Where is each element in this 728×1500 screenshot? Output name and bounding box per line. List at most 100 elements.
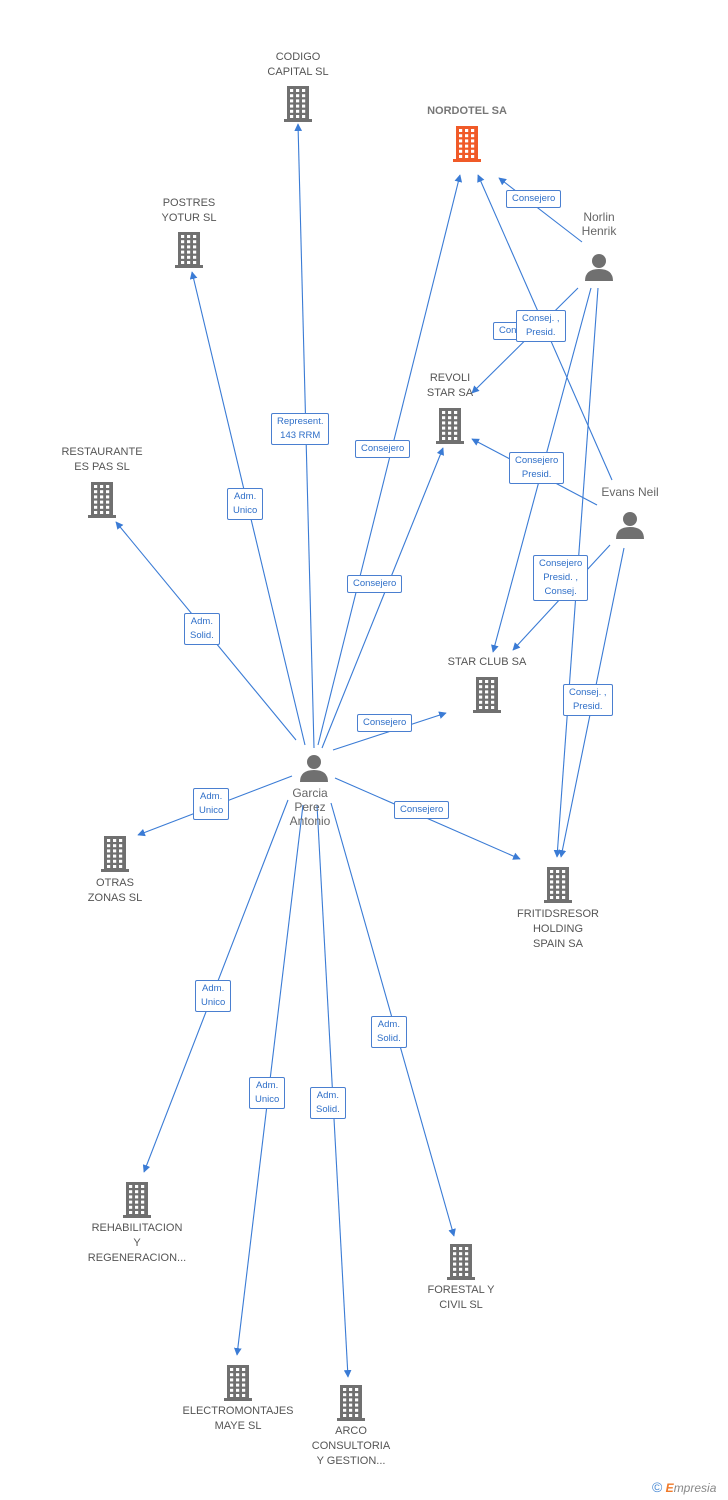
edge-label-garcia-forestal[interactable]: Adm.Solid. — [371, 1016, 407, 1048]
node-label-starclub[interactable]: STAR CLUB SA — [422, 655, 552, 670]
edge-label-norlin-nordotel[interactable]: Consejero — [506, 190, 562, 208]
edge-label-garcia-postres[interactable]: Adm. Unico — [227, 488, 264, 520]
edge-label-garcia-fritids[interactable]: Consejero — [394, 801, 450, 819]
building-icon[interactable] — [544, 867, 572, 903]
building-icon[interactable] — [88, 482, 116, 518]
copyright-symbol: © — [652, 1479, 663, 1495]
edge-label-line: Consejero — [539, 558, 583, 569]
node-label-line: Y GESTION... — [316, 1455, 386, 1467]
edge-garcia-revoli — [321, 447, 444, 749]
edge-label-line: Presid. — [572, 701, 603, 712]
edge-label-line: Consejero — [512, 193, 556, 204]
edge-label-garcia-starclub[interactable]: Consejero — [357, 714, 413, 732]
edge-label-garcia-restaurante[interactable]: Adm.Solid. — [184, 613, 220, 645]
node-label-line: MAYE SL — [214, 1420, 262, 1432]
node-label-line: ZONAS SL — [87, 892, 143, 904]
node-label-line: STAR CLUB SA — [447, 656, 527, 668]
node-label-line: Henrik — [581, 224, 617, 238]
edge-label-line: Consejero — [361, 443, 405, 454]
building-icon[interactable] — [337, 1385, 365, 1421]
edge-label-garcia-nordotel[interactable]: Consejero — [355, 440, 411, 458]
node-label-postres[interactable]: POSTRES YOTUR SL — [124, 196, 254, 226]
person-icon[interactable] — [616, 512, 644, 539]
edge-label-line: Consejero — [400, 804, 444, 815]
node-label-line: REGENERACION... — [87, 1252, 187, 1264]
node-label-line: REVOLI — [429, 372, 471, 384]
edge-label-garcia-electro[interactable]: Adm.Unico — [249, 1077, 286, 1109]
node-label-line: Norlin — [583, 210, 615, 224]
edge-label-garcia-revoli[interactable]: Consejero — [347, 575, 403, 593]
node-label-codigo[interactable]: CODIGO CAPITAL SL — [233, 50, 363, 80]
edge-label-norlin-starclub[interactable]: Consej. , Presid. — [516, 310, 566, 342]
node-label-line: Evans Neil — [601, 485, 659, 499]
node-label-line: FRITIDSRESOR — [517, 908, 599, 920]
building-icon[interactable] — [284, 86, 312, 122]
node-label-line: FORESTAL Y — [427, 1284, 495, 1296]
node-label-line: YOTUR SL — [161, 212, 217, 224]
edge-label-garcia-otras[interactable]: Adm.Unico — [193, 788, 230, 820]
person-icon[interactable] — [585, 254, 613, 281]
edge-label-line: Solid. — [190, 630, 214, 641]
node-label-line: RESTAURANTE — [61, 446, 143, 458]
edge-label-line: Presid. — [525, 327, 556, 338]
edge-label-evans-fritids[interactable]: Consej. , Presid. — [563, 684, 613, 716]
edge-norlin-nordotel — [498, 177, 583, 243]
edge-label-line: Presid. — [521, 469, 552, 480]
node-label-line: CIVIL SL — [439, 1299, 483, 1311]
edge-label-line: Presid. , — [543, 572, 579, 583]
node-label-restaurante[interactable]: RESTAURANTE ES PAS SL — [37, 445, 167, 475]
node-label-nordotel[interactable]: NORDOTEL SA — [402, 104, 532, 119]
building-icon[interactable] — [224, 1365, 252, 1401]
building-icon[interactable] — [453, 126, 481, 162]
edge-label-line: Adm. — [234, 491, 257, 502]
node-label-line: HOLDING — [532, 923, 584, 935]
edge-label-line: Adm. — [256, 1080, 279, 1091]
node-label-forestal[interactable]: FORESTAL Y CIVIL SL — [396, 1283, 526, 1313]
node-label-line: REHABILITACION — [91, 1222, 183, 1234]
edge-label-line: Solid. — [316, 1104, 340, 1115]
building-icon[interactable] — [123, 1182, 151, 1218]
building-icon[interactable] — [175, 232, 203, 268]
edge-label-line: Unico — [201, 997, 226, 1008]
node-label-line: CONSULTORIA — [311, 1440, 391, 1452]
edge-label-line: Consejero — [363, 717, 407, 728]
edge-label-line: Adm. — [200, 791, 223, 802]
edge-label-line: Consej. , — [569, 687, 607, 698]
node-label-revoli[interactable]: REVOLI STAR SA — [385, 371, 515, 401]
edge-label-line: 143 RRM — [280, 430, 321, 441]
node-label-line: NORDOTEL SA — [427, 105, 507, 117]
building-icon[interactable] — [473, 677, 501, 713]
edge-label-line: Represent. — [277, 416, 324, 427]
node-label-line: STAR SA — [426, 387, 474, 399]
node-label-line: Garcia — [292, 786, 328, 800]
edge-label-line: Unico — [233, 505, 258, 516]
building-icon[interactable] — [436, 408, 464, 444]
node-label-line: CODIGO — [275, 51, 321, 63]
edge-label-line: Solid. — [377, 1033, 401, 1044]
building-icon[interactable] — [101, 836, 129, 872]
edge-label-line: Consej. , — [522, 313, 560, 324]
building-icon[interactable] — [447, 1244, 475, 1280]
edge-label-line: Consejero — [353, 578, 397, 589]
brand-name: mpresia — [673, 1481, 717, 1495]
edge-label-garcia-rehab[interactable]: Adm.Unico — [195, 980, 232, 1012]
brand-initial: E — [665, 1481, 674, 1495]
node-label-line: POSTRES — [162, 197, 216, 209]
edge-label-line: Consejero — [515, 455, 559, 466]
edge-label-line: Consej. — [544, 586, 577, 597]
edge-label-garcia-arco[interactable]: Adm.Solid. — [310, 1087, 346, 1119]
person-icon[interactable] — [300, 755, 328, 782]
node-label-evans[interactable]: Evans Neil — [565, 485, 695, 499]
node-label-line: ES PAS SL — [74, 461, 130, 473]
edge-label-garcia-codigo[interactable]: Represent. 143 RRM — [271, 413, 330, 445]
node-label-line: CAPITAL SL — [267, 66, 329, 78]
